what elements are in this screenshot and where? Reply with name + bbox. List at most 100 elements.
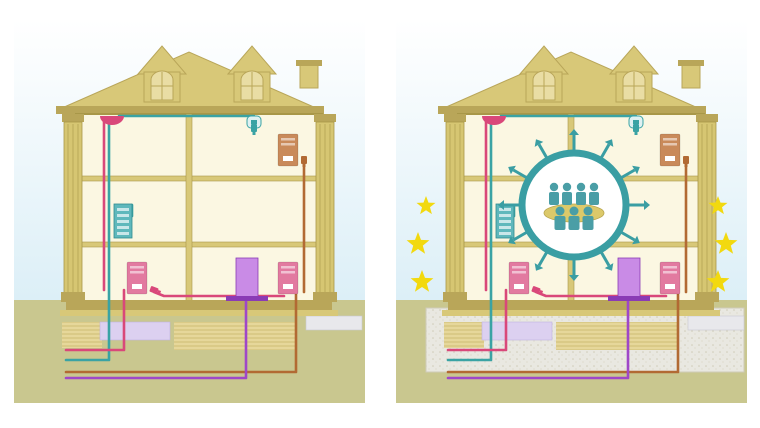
hub-arrow-shaft xyxy=(620,230,636,242)
media-box-stand xyxy=(608,296,650,301)
tower-slot xyxy=(512,271,526,274)
person-head xyxy=(589,182,599,192)
computer-tower-icon xyxy=(126,261,148,295)
hub-arrow-head xyxy=(632,235,640,245)
ethernet-plug-icon xyxy=(633,124,639,135)
ethernet-plug-icon xyxy=(683,156,689,167)
hub-arrow-head xyxy=(498,200,504,210)
switch-port xyxy=(499,226,511,229)
hub-arrow-head xyxy=(604,139,614,147)
cable-purple xyxy=(446,298,630,380)
column-right xyxy=(313,114,337,302)
person-head xyxy=(576,182,586,192)
chimney xyxy=(299,63,319,89)
house-plinth xyxy=(442,310,720,316)
storage-panel xyxy=(481,321,553,341)
tower-port xyxy=(514,284,524,289)
person-body xyxy=(582,216,594,230)
media-box-icon xyxy=(608,257,650,301)
hub-arrow-head xyxy=(534,139,544,147)
column-capital xyxy=(314,114,336,122)
dormer-right xyxy=(608,45,660,103)
column-base xyxy=(61,292,85,302)
plug-body xyxy=(301,156,307,164)
cable-teal-down xyxy=(446,120,493,362)
insulation-block xyxy=(556,322,678,350)
house-base xyxy=(66,300,332,312)
person-body xyxy=(589,192,599,205)
column-base xyxy=(443,292,467,302)
cable-pink xyxy=(446,118,508,352)
person-body xyxy=(576,192,586,205)
column-left xyxy=(443,114,467,302)
plug-tip xyxy=(539,289,544,294)
tower-slot xyxy=(663,143,677,146)
column-right xyxy=(695,114,719,302)
tower-slot xyxy=(281,138,295,141)
network-switch-icon xyxy=(113,203,133,239)
cable-purple xyxy=(64,298,248,380)
person-head xyxy=(562,182,572,192)
cable-brown xyxy=(446,156,688,374)
plug-tip xyxy=(157,289,162,294)
tower-slot xyxy=(281,143,295,146)
roof-eave xyxy=(438,106,706,114)
media-box-stand xyxy=(226,296,268,301)
ethernet-plug-icon xyxy=(301,156,307,167)
chimney-cap xyxy=(296,60,322,66)
star-icon xyxy=(410,270,434,292)
energy-stars xyxy=(406,196,738,292)
ethernet-plug-icon xyxy=(531,286,544,294)
media-box-body xyxy=(235,257,259,299)
tower-slot xyxy=(130,266,144,269)
tower-port xyxy=(665,284,675,289)
chimney xyxy=(681,63,701,89)
tower-port xyxy=(283,156,293,161)
house-plinth xyxy=(60,310,338,316)
switch-port xyxy=(117,220,129,223)
computer-tower-icon xyxy=(508,261,530,295)
tower-slot xyxy=(663,266,677,269)
plug-tip xyxy=(302,164,306,167)
switch-port xyxy=(117,226,129,229)
hub-arrow-head xyxy=(604,263,614,271)
ethernet-plug-icon xyxy=(251,124,257,135)
switch-port xyxy=(499,232,511,235)
plug-body xyxy=(633,124,639,132)
center-wall xyxy=(185,113,193,307)
computer-tower-icon xyxy=(659,261,681,295)
roof-eave xyxy=(56,106,324,114)
panel-before xyxy=(14,20,365,403)
storage-panel xyxy=(99,321,171,341)
router-body xyxy=(100,116,124,125)
hub-arrow-head xyxy=(644,200,650,210)
star-icon xyxy=(406,232,430,254)
column-base xyxy=(313,292,337,302)
cable-pink xyxy=(64,118,126,352)
column-left xyxy=(61,114,85,302)
hub-arrow-head xyxy=(569,129,579,135)
hub-arrow-shaft xyxy=(620,168,636,180)
switch-port xyxy=(117,214,129,217)
ethernet-plug-icon xyxy=(149,286,162,294)
person-head xyxy=(569,206,579,216)
hub-arrow-shaft xyxy=(537,143,549,159)
plug-tip xyxy=(684,164,688,167)
tower-port xyxy=(132,284,142,289)
person-body xyxy=(554,216,566,230)
tower-slot xyxy=(663,271,677,274)
computer-tower-icon xyxy=(277,133,299,167)
media-box-icon xyxy=(226,257,268,301)
hub-arrow-shaft xyxy=(512,230,528,242)
panel-after xyxy=(396,20,747,403)
tower-port xyxy=(665,156,675,161)
router-icon xyxy=(100,116,124,125)
column-base xyxy=(695,292,719,302)
plug-body xyxy=(683,156,689,164)
hub-arrow-shaft xyxy=(599,143,611,159)
plug-body xyxy=(149,286,159,294)
socket-hole xyxy=(633,120,639,124)
star-icon xyxy=(714,232,738,254)
hub-arrow-shaft xyxy=(599,251,611,267)
cable-brown xyxy=(64,156,306,374)
